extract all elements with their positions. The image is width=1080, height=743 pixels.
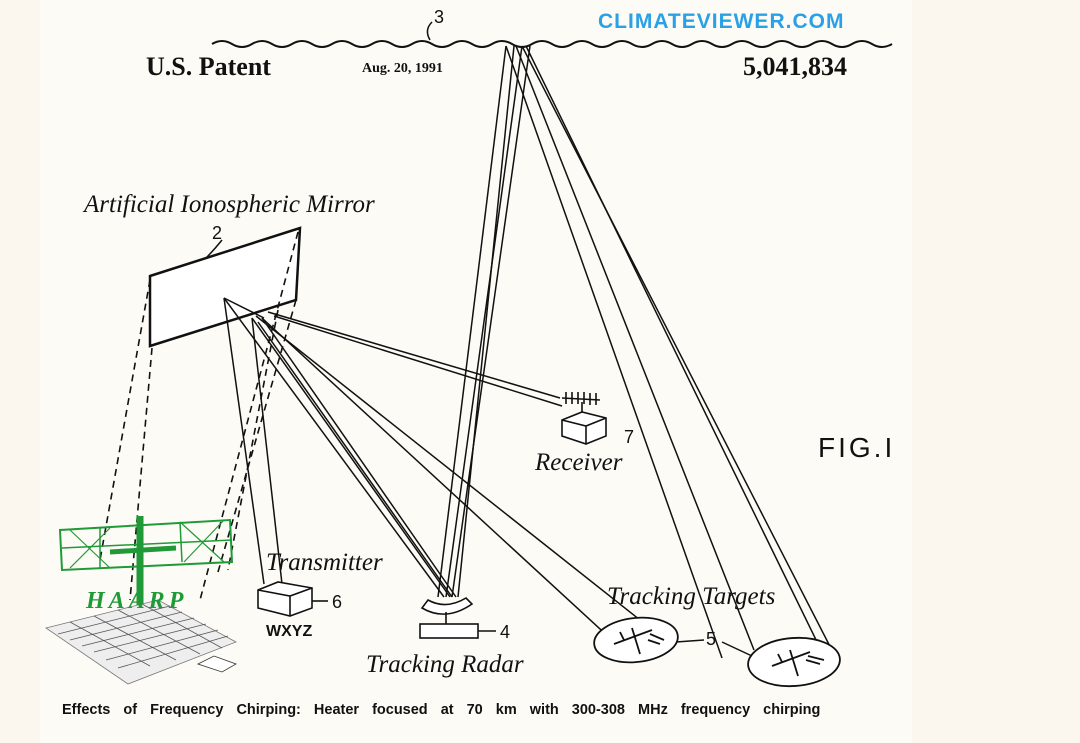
receiver-label: Receiver xyxy=(535,449,623,476)
ref-radar: 4 xyxy=(500,622,511,642)
figure-caption: Effects of Frequency Chirping: Heater fo… xyxy=(62,702,821,718)
ref-receiver: 7 xyxy=(624,427,635,447)
receiver-device xyxy=(561,392,607,445)
tracking-targets-label: Tracking Targets xyxy=(607,583,776,610)
haarp-ground-grid xyxy=(45,599,237,685)
target-beams xyxy=(505,45,839,663)
patent-date: Aug. 20, 1991 xyxy=(362,61,443,76)
watermark: CLIMATEVIEWER.COM xyxy=(598,10,845,33)
heater-beams xyxy=(99,231,299,601)
tracking-target-2 xyxy=(747,636,841,688)
tracking-target-1 xyxy=(593,616,679,664)
transmitter-label: Transmitter xyxy=(266,549,383,576)
targets-leader xyxy=(675,639,753,657)
mirror-radar-beams xyxy=(223,297,641,641)
ref-mirror: 2 xyxy=(212,223,223,243)
tracking-radar-label: Tracking Radar xyxy=(366,651,524,678)
mirror-leader xyxy=(205,239,223,259)
station-label: WXYZ xyxy=(266,623,313,640)
ref-targets: 5 xyxy=(706,629,717,649)
ref-transmitter: 6 xyxy=(332,592,343,612)
ref-ionosphere: 3 xyxy=(434,7,445,27)
ionosphere-leader xyxy=(426,21,433,41)
tracking-radar-device xyxy=(419,596,496,639)
mirror-label: Artificial Ionospheric Mirror xyxy=(84,191,375,218)
transmitter-device xyxy=(257,581,328,617)
haarp-label: HAARP xyxy=(86,588,188,614)
transmitter-beams xyxy=(223,297,283,585)
patent-label: U.S. Patent xyxy=(146,52,271,81)
patent-number: 5,041,834 xyxy=(743,52,847,81)
figure-label: FIG.I xyxy=(818,432,896,463)
ionosphere-line xyxy=(211,40,893,48)
